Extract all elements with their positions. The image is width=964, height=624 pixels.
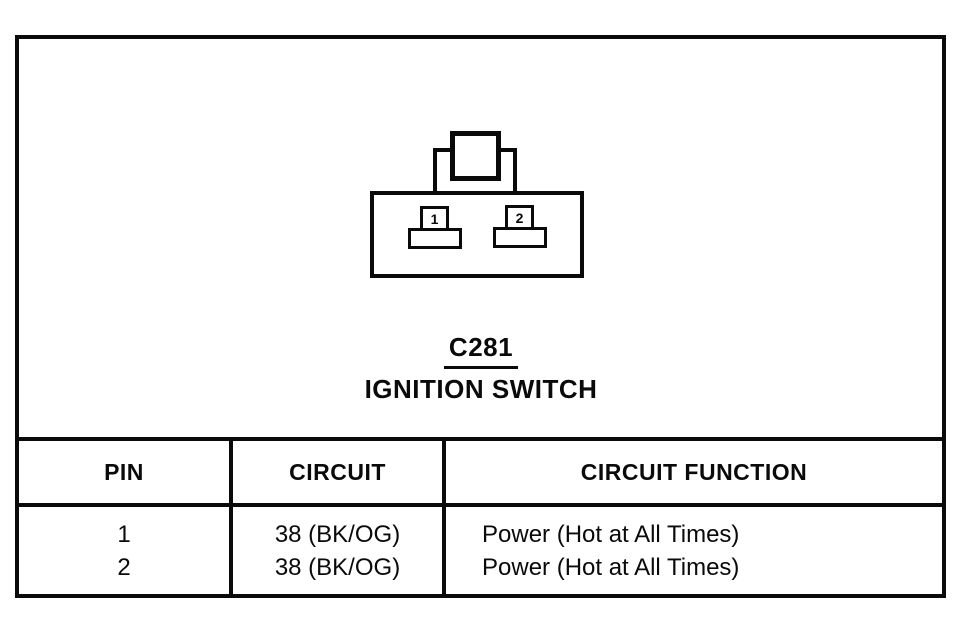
pinout-table: PIN CIRCUIT CIRCUIT FUNCTION 1 2 38 (BK/… [15, 437, 946, 598]
circuit-value: 38 (BK/OG) [274, 520, 401, 548]
header-circuit-function: CIRCUIT FUNCTION [580, 458, 808, 485]
circuit-value: 38 (BK/OG) [274, 553, 401, 581]
function-values-cell: Power (Hot at All Times) Power (Hot at A… [446, 507, 942, 594]
pin-2-number: 2 [515, 209, 524, 226]
table-data-row: 1 2 38 (BK/OG) 38 (BK/OG) Power (Hot at … [19, 507, 942, 594]
connector-id-label: C281 [331, 332, 631, 369]
pin-values-cell: 1 2 [19, 507, 233, 594]
pin-2-cavity [493, 227, 547, 248]
connector-latch-lock [450, 131, 501, 181]
connector-name-label: IGNITION SWITCH [364, 374, 598, 404]
pin-1-slot: 1 [420, 206, 449, 231]
header-pin: PIN [19, 441, 233, 503]
pin-2-slot: 2 [505, 205, 534, 230]
connector-body-outline [370, 191, 584, 278]
table-header-row: PIN CIRCUIT CIRCUIT FUNCTION [19, 441, 942, 507]
pin-value: 1 [117, 520, 131, 548]
circuit-values-cell: 38 (BK/OG) 38 (BK/OG) [233, 507, 446, 594]
pin-value: 2 [117, 553, 131, 581]
pin-1-number: 1 [430, 210, 439, 227]
function-value: Power (Hot at All Times) [482, 520, 740, 548]
function-value: Power (Hot at All Times) [482, 553, 740, 581]
header-circuit: CIRCUIT [233, 441, 446, 503]
pin-1-cavity [408, 228, 462, 249]
